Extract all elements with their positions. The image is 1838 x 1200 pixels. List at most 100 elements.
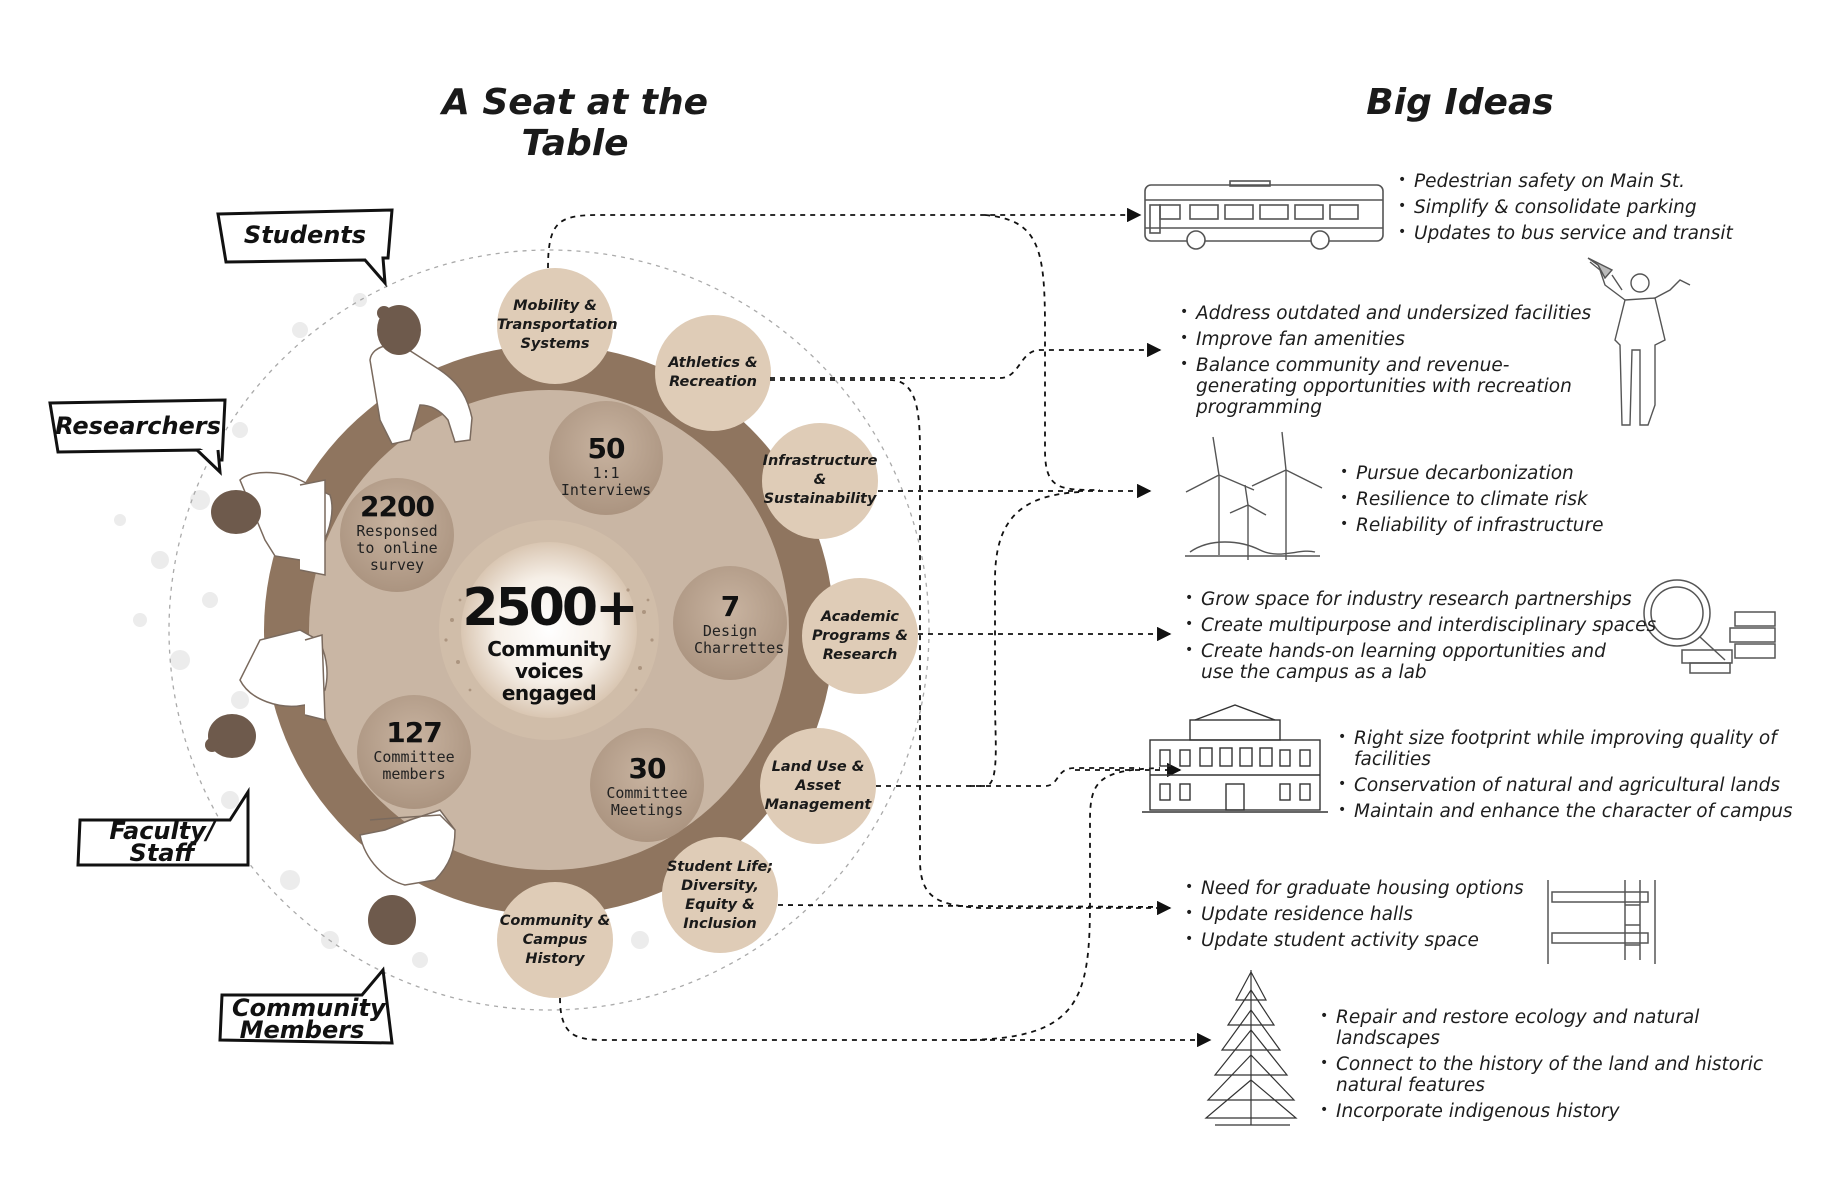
stat-circle-interviews — [549, 401, 663, 515]
ideas-student-life: Need for graduate housing options Update… — [1185, 877, 1524, 956]
topic-athletics: Athletics & Recreation — [668, 355, 758, 390]
idea-item: Conservation of natural and agricultural… — [1338, 774, 1798, 796]
idea-item: Connect to the history of the land and h… — [1320, 1053, 1776, 1096]
idea-item: Pursue decarbonization — [1340, 462, 1604, 484]
stat-value: 127 — [386, 716, 442, 749]
bus-icon — [1144, 180, 1384, 250]
topic-student-life: Student Life; Diversity, Equity & Inclus… — [666, 859, 774, 932]
left-heading: A Seat at the Table — [441, 82, 709, 164]
idea-item: Address outdated and undersized faciliti… — [1180, 302, 1591, 324]
connector-mobility — [547, 207, 1142, 269]
connector-mobility-branch — [984, 214, 1101, 491]
stat-value: 30 — [628, 752, 667, 785]
idea-item: Right size footprint while improving qua… — [1338, 727, 1794, 770]
topic-circle-land-use — [760, 728, 876, 844]
center-glow — [461, 542, 637, 718]
topic-circle-community-history — [497, 882, 613, 998]
stat-label: Committee Meetings — [606, 784, 688, 819]
stat-committee-members: 127 Committee members — [356, 716, 472, 783]
idea-item: Resilience to climate risk — [1340, 488, 1604, 510]
tree-icon — [1204, 970, 1298, 1126]
bubble-researchers: Researchers — [55, 412, 221, 440]
topic-mobility: Mobility & Transportation Systems — [497, 298, 618, 352]
idea-item: Create hands-on learning opportunities a… — [1185, 640, 1641, 683]
idea-item: Pedestrian safety on Main St. — [1398, 170, 1733, 192]
bubble-students: Students — [243, 221, 367, 249]
person-community — [359, 809, 456, 945]
stat-circle-survey — [340, 478, 454, 592]
ideas-mobility: Pedestrian safety on Main St. Simplify &… — [1398, 170, 1733, 249]
center-total: 2500+ Community voices engaged — [459, 578, 639, 704]
idea-item: Create multipurpose and interdisciplinar… — [1185, 614, 1656, 636]
connector-student-life — [777, 904, 1169, 908]
bubble-community-shape — [218, 966, 394, 1045]
stat-circle-charrettes — [673, 566, 787, 680]
idea-item: Update student activity space — [1185, 929, 1524, 951]
person-student — [369, 305, 473, 445]
connector-community-history — [559, 767, 1161, 1041]
background-dots — [114, 293, 708, 978]
stat-label: Committee members — [373, 748, 455, 783]
athlete-icon — [1587, 257, 1691, 426]
idea-item: Simplify & consolidate parking — [1398, 196, 1733, 218]
stat-value: 2200 — [360, 490, 435, 523]
stat-value: 50 — [587, 432, 626, 465]
idea-item: Repair and restore ecology and natural l… — [1320, 1006, 1736, 1049]
bubble-researchers-shape — [48, 398, 227, 476]
ideas-infrastructure: Pursue decarbonization Resilience to cli… — [1340, 462, 1604, 541]
idea-item: Balance community and revenue-generating… — [1180, 354, 1586, 418]
connector-land-use — [876, 767, 1140, 787]
wind-turbine-icon — [1185, 431, 1323, 560]
topic-infrastructure: Infrastructure & Sustainability — [762, 453, 878, 507]
stat-survey: 2200 Responsed to online survey — [340, 490, 454, 574]
topic-community-history: Community & Campus History — [499, 913, 611, 967]
person-researcher — [211, 471, 333, 576]
idea-item: Maintain and enhance the character of ca… — [1338, 800, 1798, 822]
stat-value: 7 — [720, 590, 740, 623]
center-value: 2500+ — [462, 578, 638, 638]
connector-athletics — [770, 342, 1162, 379]
topic-land-use: Land Use & Asset Management — [764, 759, 872, 813]
ideas-community-history: Repair and restore ecology and natural l… — [1320, 1006, 1780, 1127]
stat-circle-committee-meetings — [590, 728, 704, 842]
stat-label: 1:1 Interviews — [560, 464, 652, 499]
topic-circle-mobility — [497, 268, 613, 384]
idea-item: Grow space for industry research partner… — [1185, 588, 1645, 610]
connectors — [547, 207, 1212, 1048]
connector-athletics-housing — [770, 379, 1172, 916]
topic-circle-athletics — [655, 315, 771, 431]
bubble-faculty: Faculty/ Staff — [109, 817, 215, 867]
outer-dashed-ring — [168, 249, 930, 1011]
stat-label: Design Charrettes — [694, 622, 785, 657]
right-heading: Big Ideas — [1366, 82, 1554, 123]
stat-circle-committee-members — [357, 695, 471, 809]
magnifier-books-icon — [1643, 579, 1776, 674]
center-speckle — [444, 588, 654, 692]
topic-circle-student-life — [662, 837, 778, 953]
bubble-community: Community Members — [232, 994, 386, 1044]
ideas-academic: Grow space for industry research partner… — [1185, 588, 1656, 688]
bubble-faculty-shape — [76, 786, 250, 867]
idea-item: Update residence halls — [1185, 903, 1524, 925]
stat-interviews: 50 1:1 Interviews — [548, 432, 664, 499]
center-label: Community voices engaged — [487, 637, 611, 705]
bunk-bed-icon — [1547, 880, 1656, 964]
topic-academic: Academic Programs & Research — [811, 609, 909, 663]
idea-item: Need for graduate housing options — [1185, 877, 1524, 899]
stat-label: Responsed to online survey — [356, 522, 438, 574]
connector-land-use-branch — [970, 491, 1081, 787]
ideas-land-use: Right size footprint while improving qua… — [1338, 727, 1798, 827]
idea-item: Improve fan amenities — [1180, 328, 1570, 350]
person-faculty — [205, 629, 328, 758]
stat-committee-meetings: 30 Committee Meetings — [589, 752, 705, 819]
stat-charrettes: 7 Design Charrettes — [672, 590, 788, 657]
topic-circle-academic — [802, 578, 918, 694]
bubble-students-shape — [216, 208, 394, 288]
ideas-athletics: Address outdated and undersized faciliti… — [1180, 302, 1591, 423]
idea-item: Updates to bus service and transit — [1398, 222, 1733, 244]
idea-item: Reliability of infrastructure — [1340, 514, 1604, 536]
idea-item: Incorporate indigenous history — [1320, 1100, 1780, 1122]
campus-building-icon — [1142, 704, 1328, 813]
topic-circle-infrastructure — [762, 423, 878, 539]
